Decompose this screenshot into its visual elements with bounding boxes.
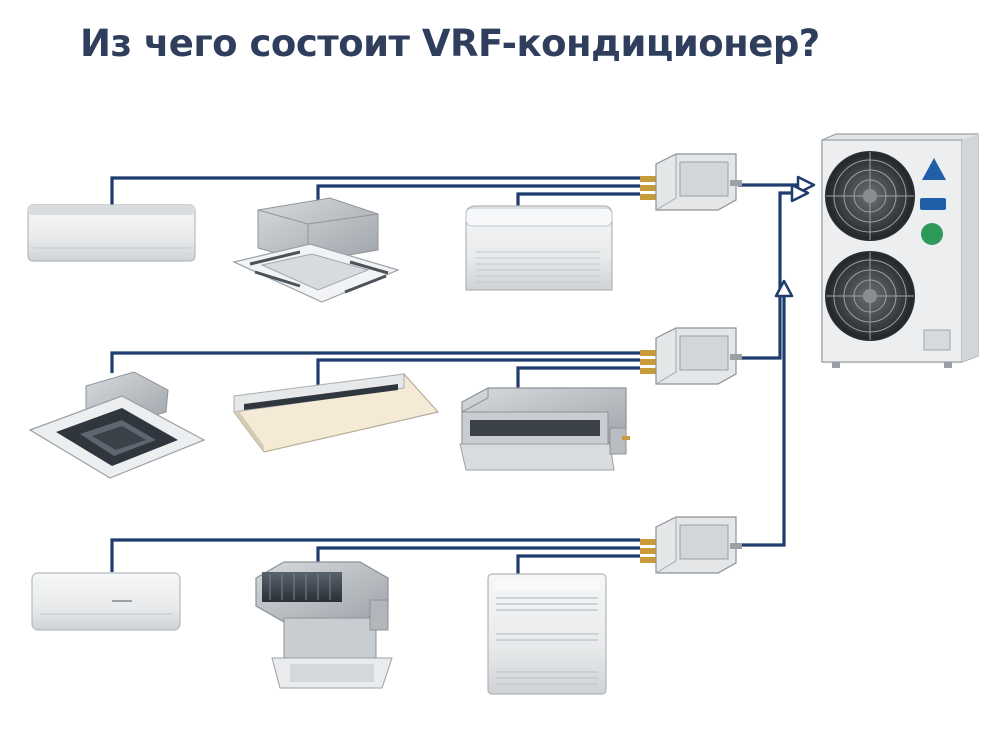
pipe-row3-unit2 — [316, 546, 640, 568]
page-title: Из чего состоит VRF-кондиционер? — [80, 22, 820, 65]
flow-arrows — [774, 175, 816, 298]
distributor-2 — [640, 327, 742, 385]
pipe-row1-unit3 — [516, 192, 640, 208]
outdoor-fan-bottom — [825, 251, 915, 341]
pipe-trunk-3 — [738, 292, 786, 547]
distributor-3 — [640, 516, 742, 574]
indoor-ducted-high-pressure — [255, 561, 393, 689]
indoor-floor-console — [487, 573, 607, 695]
pipe-row3-unit1 — [110, 538, 640, 572]
indoor-ceiling-cassette-round — [28, 371, 206, 479]
indoor-ceiling-cassette-4way — [232, 197, 400, 303]
pipe-row2-unit3 — [516, 366, 640, 390]
distributor-1 — [640, 153, 742, 211]
indoor-wall-mounted — [27, 204, 196, 262]
indoor-wall-mounted-compact — [31, 572, 181, 631]
pipe-row1-unit2 — [316, 184, 640, 203]
brand-logo-icon — [922, 158, 946, 180]
pipe-trunk-2 — [738, 191, 808, 360]
outdoor-fan-top — [825, 151, 915, 241]
eco-badge-icon — [921, 223, 943, 245]
pipe-row2-unit1 — [110, 351, 640, 373]
indoor-floor-ceiling — [465, 205, 613, 291]
pipe-row1-unit1 — [110, 176, 640, 205]
arrow-up-1 — [774, 279, 794, 298]
arrow-right-2 — [790, 183, 810, 203]
outdoor-unit — [821, 133, 979, 368]
pipe-row2-unit2 — [316, 358, 640, 385]
indoor-ducted-slim — [459, 387, 630, 471]
indoor-ceiling-suspended — [232, 373, 440, 453]
pipe-row3-unit3 — [516, 554, 640, 574]
brand-label-icon — [920, 198, 946, 210]
